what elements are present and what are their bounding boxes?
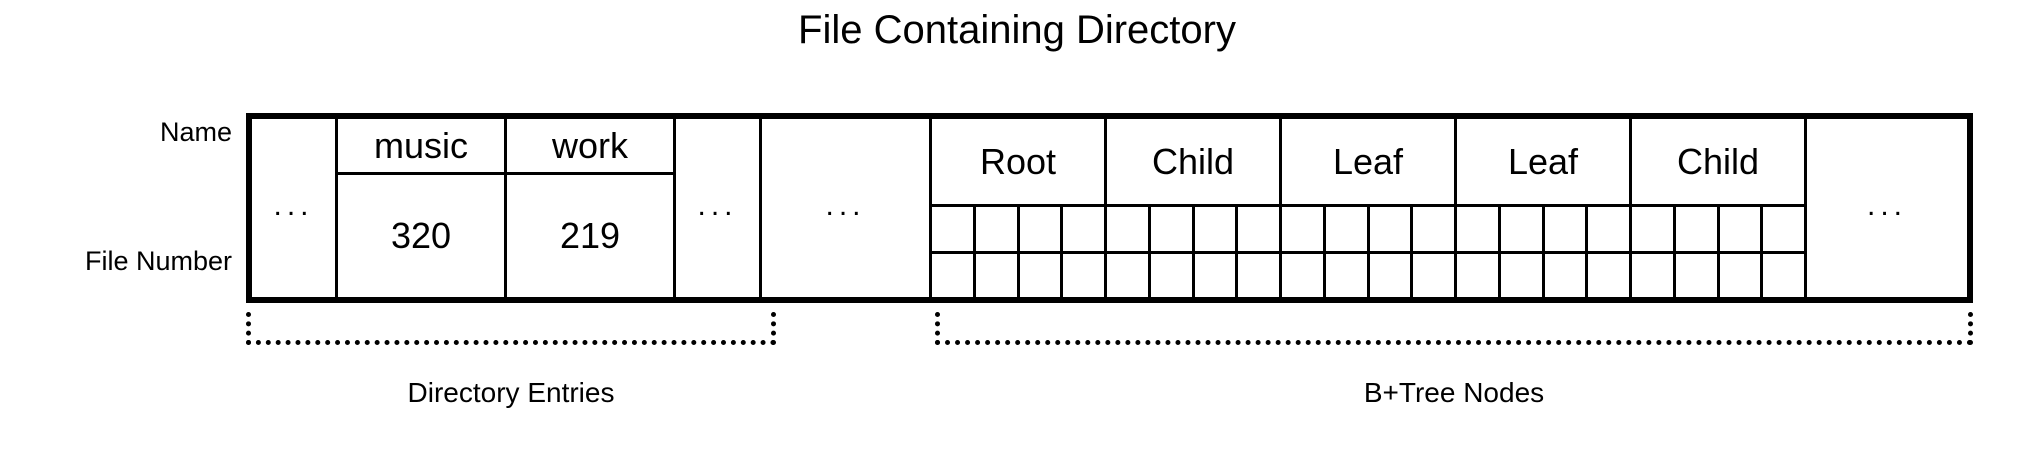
middle-ellipsis-cell: ... xyxy=(676,119,762,297)
btree-subgrid-cell xyxy=(1676,207,1720,251)
btree-node-label: Child xyxy=(1107,119,1279,207)
file-layout-table: ... music 320 work 219 ... ... Root xyxy=(246,113,1973,303)
btree-node-label: Child xyxy=(1632,119,1804,207)
btree-node-subgrid xyxy=(932,207,1104,297)
diagram-title: File Containing Directory xyxy=(798,8,1236,52)
directory-entries-bracket xyxy=(246,312,776,345)
btree-subgrid-cell xyxy=(1720,253,1764,297)
directory-entry-name: work xyxy=(507,119,673,175)
btree-subgrid-row xyxy=(932,207,1104,254)
btree-subgrid-row xyxy=(1107,253,1279,298)
ellipsis-text: ... xyxy=(825,189,866,222)
btree-subgrid-cell xyxy=(1763,254,1804,298)
btree-node-subgrid xyxy=(1282,207,1454,297)
ellipsis-text: ... xyxy=(697,189,738,222)
btree-subgrid-row xyxy=(1457,253,1629,298)
directory-entry-name: music xyxy=(338,119,504,175)
btree-subgrid-row xyxy=(1632,253,1804,298)
btree-subgrid-cell xyxy=(1107,253,1151,297)
row-label-file-number: File Number xyxy=(84,246,232,276)
btree-subgrid-cell xyxy=(1763,207,1804,251)
btree-node-subgrid xyxy=(1632,207,1804,297)
btree-subgrid-cell xyxy=(932,207,976,251)
btree-subgrid-cell xyxy=(1457,207,1501,251)
btree-subgrid-cell xyxy=(1020,253,1064,297)
btree-subgrid-cell xyxy=(1195,207,1239,251)
btree-subgrid-row xyxy=(1632,207,1804,254)
btree-subgrid-cell xyxy=(1545,253,1589,297)
btree-node-subgrid xyxy=(1107,207,1279,297)
ellipsis-text: ... xyxy=(1866,189,1907,222)
btree-node-subgrid xyxy=(1457,207,1629,297)
btree-subgrid-cell xyxy=(1282,253,1326,297)
btree-subgrid-cell xyxy=(1501,207,1545,251)
btree-subgrid-cell xyxy=(1238,254,1279,298)
btree-subgrid-cell xyxy=(1501,253,1545,297)
btree-subgrid-cell xyxy=(1238,207,1279,251)
btree-subgrid-cell xyxy=(1020,207,1064,251)
btree-subgrid-cell xyxy=(1588,207,1629,251)
btree-node-cell[interactable]: Leaf xyxy=(1282,119,1457,297)
btree-subgrid-cell xyxy=(1063,207,1104,251)
btree-subgrid-cell xyxy=(1195,253,1239,297)
btree-subgrid-cell xyxy=(1107,207,1151,251)
btree-node-label: Root xyxy=(932,119,1104,207)
btree-subgrid-cell xyxy=(932,253,976,297)
btree-subgrid-cell xyxy=(1326,253,1370,297)
btree-subgrid-row xyxy=(1107,207,1279,254)
btree-subgrid-cell xyxy=(1063,254,1104,298)
btree-subgrid-cell xyxy=(1370,253,1414,297)
btree-subgrid-cell xyxy=(1326,207,1370,251)
btree-subgrid-row xyxy=(932,253,1104,298)
btree-subgrid-cell xyxy=(1676,253,1720,297)
directory-entry-cell[interactable]: work 219 xyxy=(507,119,676,297)
btree-nodes-bracket xyxy=(935,312,1973,345)
leading-ellipsis-cell: ... xyxy=(252,119,338,297)
btree-subgrid-cell xyxy=(976,207,1020,251)
btree-subgrid-cell xyxy=(1151,253,1195,297)
btree-node-cell[interactable]: Root xyxy=(932,119,1107,297)
row-label-name: Name xyxy=(159,117,232,147)
btree-subgrid-cell xyxy=(1413,254,1454,298)
btree-node-label: Leaf xyxy=(1282,119,1454,207)
btree-subgrid-cell xyxy=(1720,207,1764,251)
btree-nodes-caption: B+Tree Nodes xyxy=(1363,377,1545,408)
btree-subgrid-cell xyxy=(976,253,1020,297)
btree-node-cell[interactable]: Child xyxy=(1107,119,1282,297)
btree-subgrid-row xyxy=(1282,207,1454,254)
btree-subgrid-row xyxy=(1282,253,1454,298)
btree-subgrid-cell xyxy=(1413,207,1454,251)
btree-subgrid-cell xyxy=(1588,254,1629,298)
btree-node-cell[interactable]: Child xyxy=(1632,119,1807,297)
directory-entry-cell[interactable]: music 320 xyxy=(338,119,507,297)
directory-entry-file-number: 320 xyxy=(390,215,452,256)
directory-entries-caption: Directory Entries xyxy=(407,377,615,408)
btree-subgrid-row xyxy=(1457,207,1629,254)
trailing-ellipsis-cell: ... xyxy=(1807,119,1967,297)
btree-subgrid-cell xyxy=(1457,253,1501,297)
ellipsis-text: ... xyxy=(273,189,314,222)
btree-subgrid-cell xyxy=(1370,207,1414,251)
btree-subgrid-cell xyxy=(1151,207,1195,251)
btree-subgrid-cell xyxy=(1545,207,1589,251)
btree-node-cell[interactable]: Leaf xyxy=(1457,119,1632,297)
middle-ellipsis-cell: ... xyxy=(762,119,932,297)
btree-node-label: Leaf xyxy=(1457,119,1629,207)
btree-subgrid-cell xyxy=(1632,253,1676,297)
btree-subgrid-cell xyxy=(1632,207,1676,251)
directory-entry-file-number: 219 xyxy=(559,215,621,256)
btree-subgrid-cell xyxy=(1282,207,1326,251)
